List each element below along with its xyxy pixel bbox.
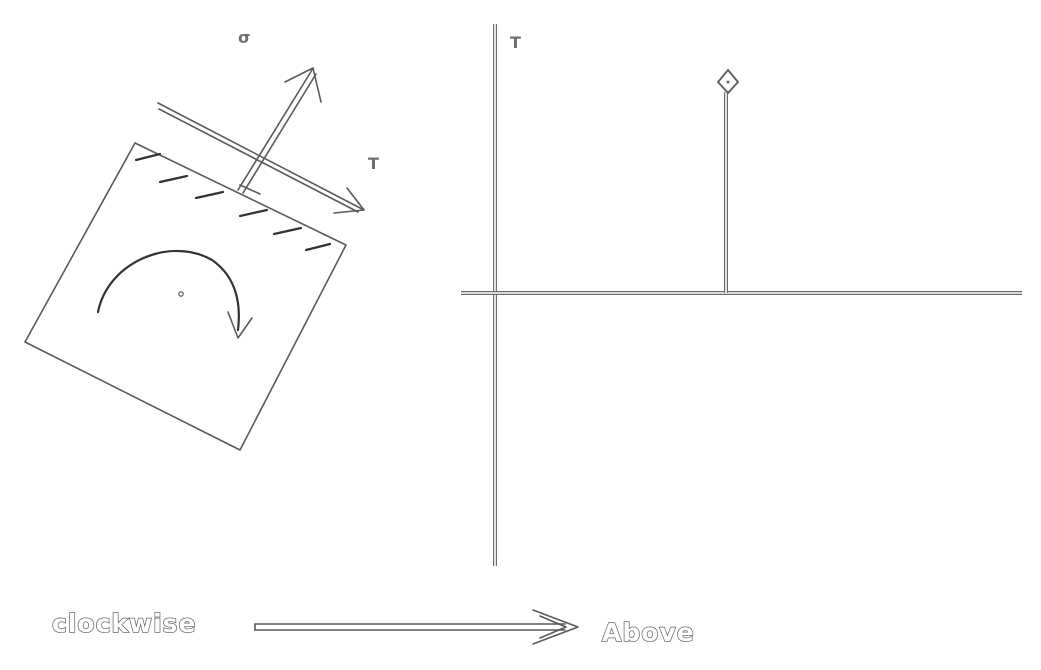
normal-stress-arrow <box>237 67 322 195</box>
axes: T <box>461 24 1022 566</box>
rotation-arrow <box>96 249 253 339</box>
tau-element-label: T <box>368 154 379 173</box>
stress-point-stem <box>716 68 740 293</box>
stress-element: σ T <box>24 28 379 451</box>
caption-arrow <box>254 609 579 645</box>
rotation-center-dot <box>178 291 184 297</box>
tau-axis-label: T <box>510 33 521 52</box>
sigma-label: σ <box>238 28 250 47</box>
above-label: Above <box>602 618 695 647</box>
clockwise-label: clockwise <box>52 609 197 638</box>
caption: clockwise Above <box>51 608 695 648</box>
element-square <box>24 142 347 451</box>
shear-hatching <box>134 152 332 252</box>
shear-arrow <box>157 102 365 214</box>
